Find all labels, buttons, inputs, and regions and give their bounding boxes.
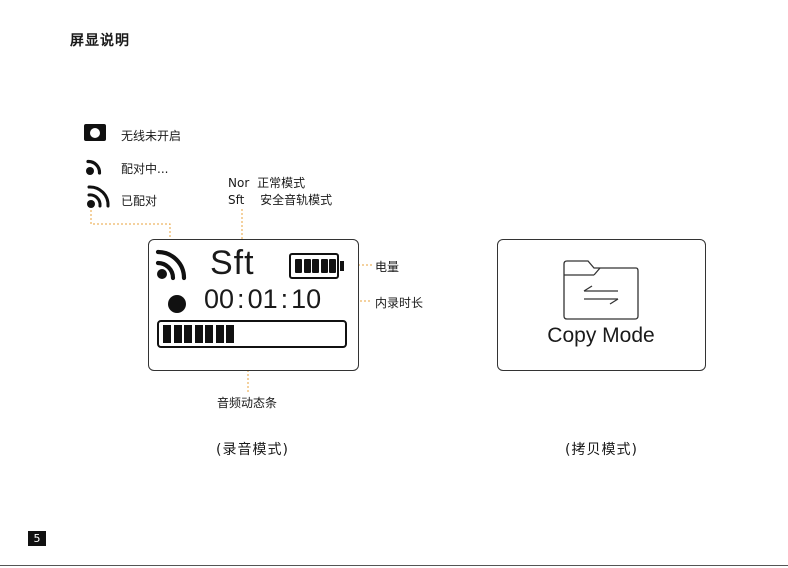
audio-level-bar <box>157 320 347 348</box>
battery-tip <box>340 261 344 271</box>
battery-segment <box>295 259 302 273</box>
caption-copy-mode: (拷贝模式) <box>565 439 638 459</box>
lcd-mode-label: Sft <box>210 244 255 283</box>
lcd-wifi-paired-icon <box>154 246 190 282</box>
audio-level-segment <box>163 325 171 343</box>
audio-level-segment <box>205 325 213 343</box>
battery-segment <box>312 259 319 273</box>
audio-level-segment <box>184 325 192 343</box>
battery-segment <box>329 259 336 273</box>
audio-level-segment <box>226 325 234 343</box>
page-number: 5 <box>28 531 46 546</box>
timer-minutes: 01 <box>248 284 278 314</box>
timer-hours: 00 <box>204 284 234 314</box>
callout-battery: 电量 <box>375 258 399 275</box>
timer-separator: : <box>281 284 289 314</box>
callout-audio-level: 音频动态条 <box>217 394 277 411</box>
battery-segment <box>321 259 328 273</box>
audio-level-segment <box>216 325 224 343</box>
folder-transfer-icon <box>562 259 640 321</box>
caption-record-mode: (录音模式) <box>216 439 289 459</box>
bottom-rule <box>0 565 788 566</box>
record-dot-icon <box>168 295 186 313</box>
audio-level-segment <box>195 325 203 343</box>
timer-seconds: 10 <box>291 284 321 314</box>
audio-level-segment <box>174 325 182 343</box>
battery-segment <box>304 259 311 273</box>
record-timer: 00:01:10 <box>204 284 321 315</box>
copy-mode-label: Copy Mode <box>498 324 704 348</box>
timer-separator: : <box>237 284 245 314</box>
callout-record-time: 内录时长 <box>375 294 423 311</box>
battery-icon <box>289 253 339 279</box>
